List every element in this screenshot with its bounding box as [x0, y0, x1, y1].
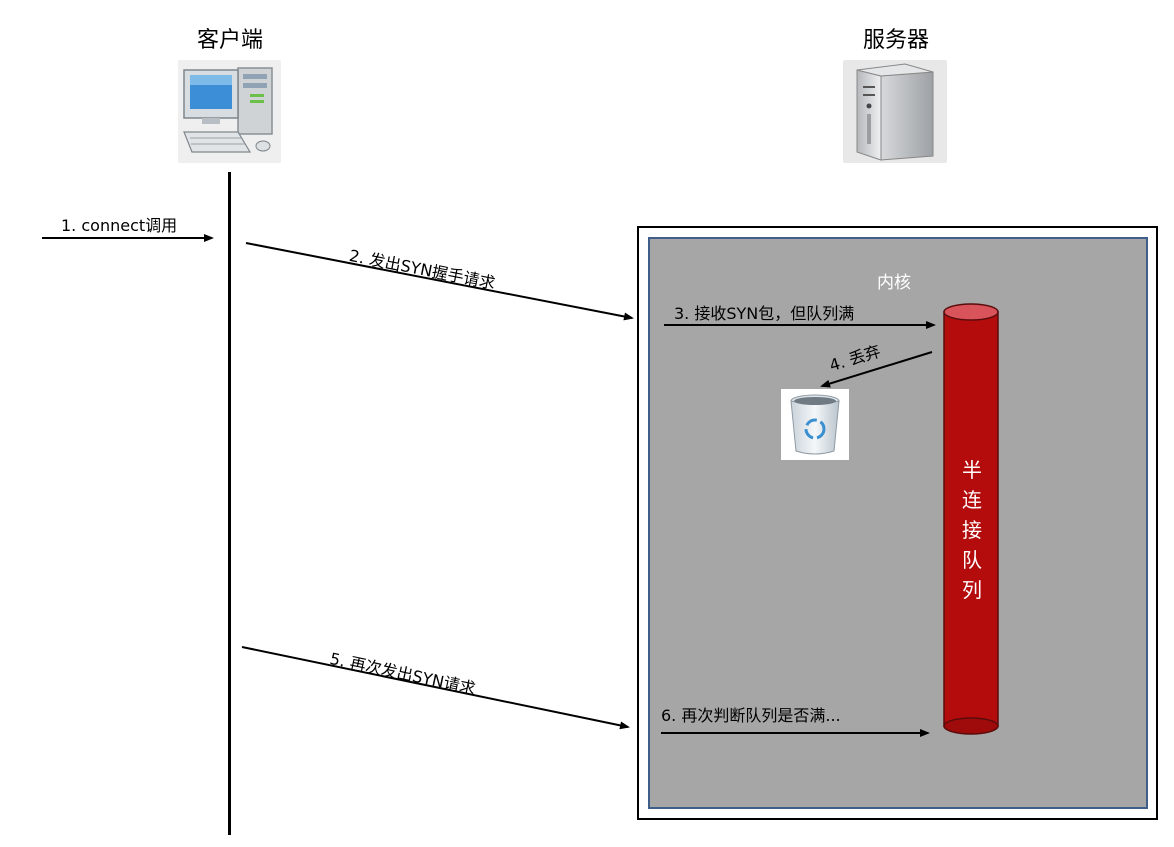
client-title: 客户端 [196, 28, 263, 53]
recycle-bin-icon-graphic [790, 394, 840, 455]
kernel-label: 内核 [877, 273, 911, 293]
server-tower-icon-graphic [856, 63, 934, 161]
queue-label: 半 连 接 队 列 [962, 458, 982, 602]
server-tower-icon [843, 60, 947, 163]
desktop-computer-icon [178, 60, 281, 163]
kernel-region [648, 237, 1148, 809]
recycle-bin-icon [781, 389, 849, 460]
half-connection-queue [943, 303, 999, 735]
step-label-recheck: 6. 再次判断队列是否满... [661, 706, 841, 725]
step-label-connect: 1. connect调用 [61, 216, 178, 235]
step-label-receive-syn: 3. 接收SYN包，但队列满 [674, 304, 855, 323]
arrow-discard [820, 351, 933, 388]
desktop-computer-icon-graphic [183, 67, 273, 153]
arrow-syn-request [245, 242, 634, 321]
arrow-syn-retry [241, 646, 630, 730]
client-lifeline [228, 172, 231, 835]
server-title: 服务器 [862, 28, 929, 53]
